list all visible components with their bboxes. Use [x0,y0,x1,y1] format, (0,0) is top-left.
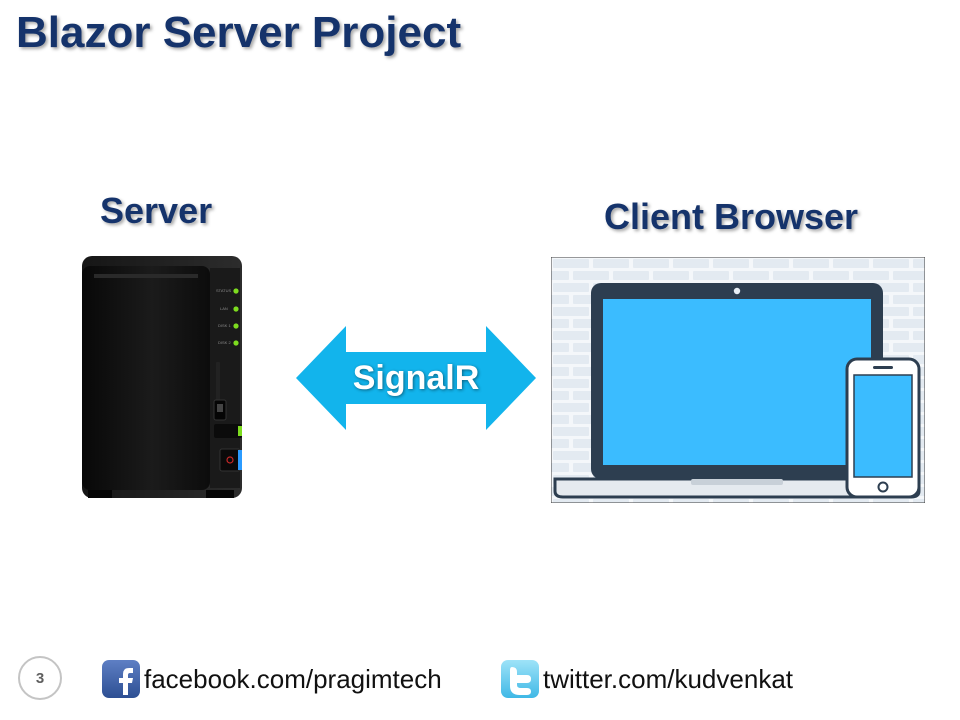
smartphone-icon [845,357,921,499]
server-label: Server [100,190,213,231]
server-device-image: STATUS LAN DISK 1 DISK 2 [82,256,242,498]
status-light-label: LAN [220,306,228,311]
twitter-link[interactable]: twitter.com/kudvenkat [500,658,793,700]
signalr-double-arrow [296,326,536,430]
twitter-icon [501,660,539,698]
twitter-url: twitter.com/kudvenkat [543,664,793,694]
facebook-icon [102,660,140,698]
disk2-led [233,340,239,346]
status-light-label: STATUS [216,288,232,293]
client-browser-label: Client Browser [604,196,859,237]
status-light-label: DISK 2 [218,340,231,345]
status-lights: STATUS LAN DISK 1 DISK 2 [216,288,239,346]
power-button [219,448,241,472]
laptop-icon [553,283,921,499]
client-devices-illustration [551,257,925,503]
signalr-label: SignalR [352,359,480,397]
facebook-link[interactable]: facebook.com/pragimtech [101,658,442,700]
facebook-url: facebook.com/pragimtech [144,664,442,694]
disk1-led [233,323,239,329]
status-led [233,288,239,294]
page-number-badge: 3 [18,656,62,700]
status-light-label: DISK 1 [218,323,231,328]
lan-led [233,306,239,312]
slide-title: Blazor Server Project [16,8,462,57]
